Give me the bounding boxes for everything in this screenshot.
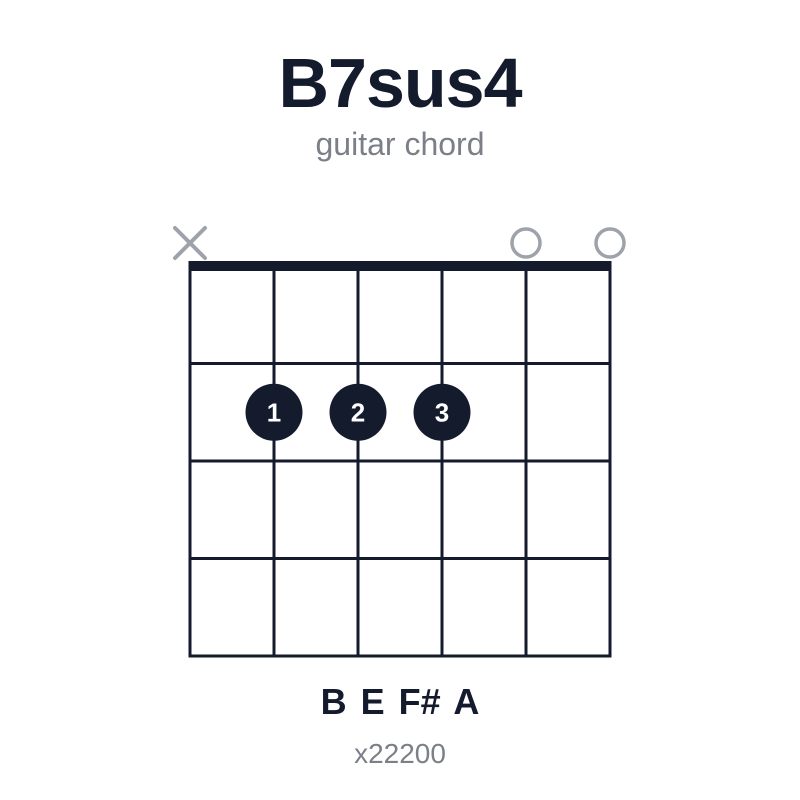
finger-dot	[413, 383, 471, 441]
open-string-icon	[510, 227, 542, 259]
nut	[188, 261, 612, 271]
finger-number: 3	[435, 397, 449, 427]
chord-notes: B E F# A	[320, 681, 480, 722]
finger-dot	[245, 383, 303, 441]
open-string-icon	[594, 227, 626, 259]
chord-subtitle: guitar chord	[315, 126, 485, 162]
chord-title: B7sus4	[278, 44, 522, 122]
finger-number: 1	[267, 397, 281, 427]
mute-marker-icon	[173, 226, 207, 260]
finger-number: 2	[351, 397, 365, 427]
finger-dot	[329, 383, 387, 441]
chord-fingering: x22200	[354, 738, 446, 769]
